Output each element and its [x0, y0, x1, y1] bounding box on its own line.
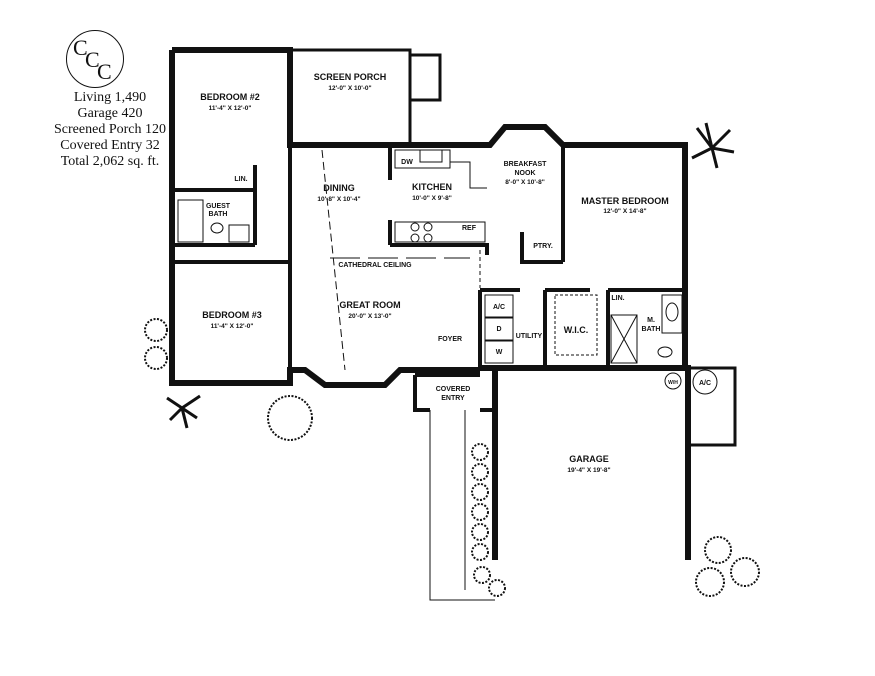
dishwasher-label: DW — [401, 159, 413, 166]
room-dim-garage: 19'-4" X 19'-8" — [567, 467, 610, 474]
room-label-wic: W.I.C. — [564, 325, 589, 335]
room-label-utility: UTILITY — [516, 333, 543, 340]
room-label-dining: DINING — [323, 183, 355, 193]
stat-total: Total 2,062 sq. ft. — [60, 154, 160, 169]
room-dim-great-room: 20'-0" X 13'-0" — [348, 313, 391, 320]
room-label-covered-entry-2: ENTRY — [441, 395, 465, 402]
landscaping — [144, 318, 760, 597]
stat-entry: Covered Entry 32 — [60, 138, 160, 153]
room-label-m-bath-2: BATH — [642, 326, 661, 333]
pantry-label: PTRY. — [533, 243, 553, 250]
ac-outdoor-label: A/C — [699, 380, 711, 387]
interior-walls — [175, 145, 685, 412]
room-label-screen-porch: SCREEN PORCH — [314, 72, 387, 82]
room-label-foyer: FOYER — [438, 336, 462, 343]
stat-porch: Screened Porch 120 — [54, 122, 166, 137]
room-dim-master: 12'-0" X 14'-8" — [603, 208, 646, 215]
room-label-guest-bath-1: GUEST — [206, 203, 231, 210]
room-dim-screen-porch: 12'-0" X 10'-0" — [328, 85, 371, 92]
refrigerator-label: REF — [462, 225, 477, 232]
fixtures — [177, 149, 718, 601]
water-heater-label: W/H — [668, 380, 678, 386]
room-dim-kitchen: 10'-0" X 9'-8" — [412, 195, 452, 202]
ac-label: A/C — [493, 304, 505, 311]
room-label-garage: GARAGE — [569, 454, 609, 464]
square-footage-stats: Living 1,490 Garage 420 Screened Porch 1… — [30, 90, 190, 170]
room-dim-bedroom3: 11'-4" X 12'-0" — [211, 323, 254, 330]
room-dim-bedroom2: 11'-4" X 12'-0" — [209, 105, 252, 112]
room-label-master: MASTER BEDROOM — [581, 196, 669, 206]
room-dim-nook: 8'-0" X 10'-8" — [505, 179, 545, 186]
linen-label-guest: LIN. — [234, 176, 247, 183]
stat-living: Living 1,490 — [73, 90, 147, 105]
room-label-nook-1: BREAKFAST — [504, 161, 548, 168]
room-label-guest-bath-2: BATH — [209, 211, 228, 218]
linen-label-master: LIN. — [611, 295, 624, 302]
room-label-m-bath-1: M. — [647, 317, 655, 324]
room-label-bedroom3: BEDROOM #3 — [202, 310, 262, 320]
room-label-great-room: GREAT ROOM — [339, 300, 400, 310]
exterior-walls — [169, 47, 691, 560]
palm-trees — [166, 122, 735, 429]
room-dim-dining: 10'-8" X 10'-4" — [317, 196, 360, 203]
screen-porch-walls — [290, 48, 737, 447]
room-label-kitchen: KITCHEN — [412, 182, 452, 192]
dryer-label: D — [496, 326, 501, 333]
cathedral-ceiling-label: CATHEDRAL CEILING — [338, 262, 412, 269]
room-label-nook-2: NOOK — [515, 170, 536, 177]
washer-label: W — [496, 349, 503, 356]
stat-garage: Garage 420 — [77, 106, 143, 121]
room-label-covered-entry-1: COVERED — [436, 386, 471, 393]
room-label-bedroom2: BEDROOM #2 — [200, 92, 260, 102]
